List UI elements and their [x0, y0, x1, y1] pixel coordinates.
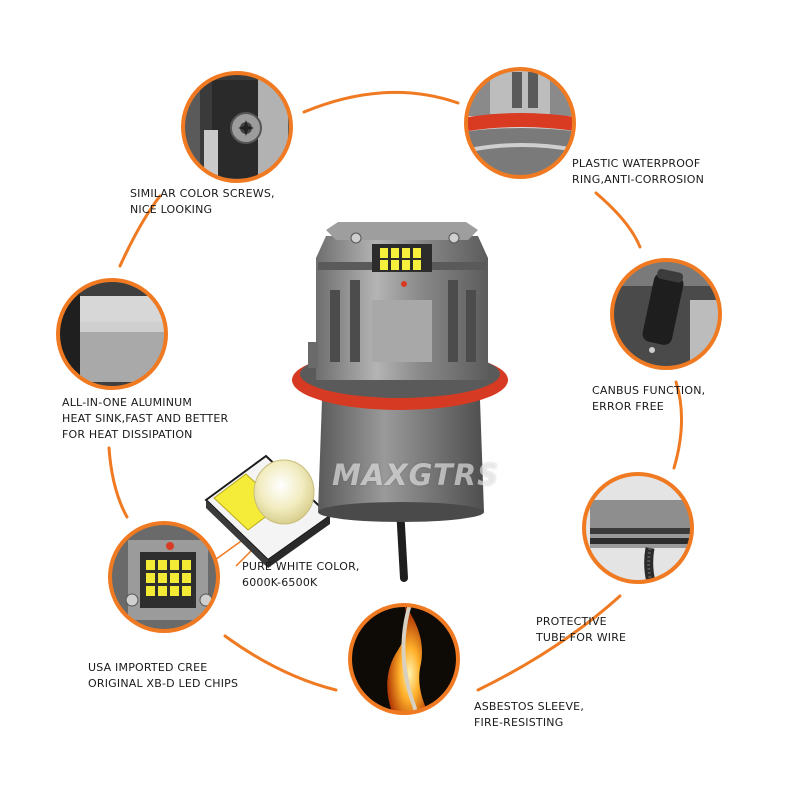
label-line: PURE WHITE COLOR, [242, 560, 360, 573]
label-waterproof-ring: PLASTIC WATERPROOF RING,ANTI-CORROSION [572, 156, 704, 188]
label-line: FIRE-RESISTING [474, 716, 564, 729]
brand-watermark: MAXGTRS [332, 458, 499, 492]
label-cree-chips: USA IMPORTED CREE ORIGINAL XB-D LED CHIP… [88, 660, 238, 692]
label-line: TUBE FOR WIRE [536, 631, 627, 644]
arc-cree-heat [107, 446, 129, 519]
label-line: CANBUS FUNCTION, [592, 384, 706, 397]
label-line: ALL-IN-ONE ALUMINUM [62, 396, 193, 409]
label-line: USA IMPORTED CREE [88, 661, 208, 674]
label-line: ORIGINAL XB-D LED CHIPS [88, 677, 239, 690]
label-line: HEAT SINK,FAST AND BETTER [62, 412, 229, 425]
label-line: RING,ANTI-CORROSION [572, 173, 705, 186]
led-bulb-product [292, 222, 508, 582]
label-line: ERROR FREE [592, 400, 664, 413]
label-line: ASBESTOS SLEEVE, [474, 700, 585, 713]
asbestos-sleeve-flame-icon [348, 603, 460, 715]
cree-chips-closeup-icon [108, 521, 220, 633]
arc-heat-screws [118, 194, 162, 268]
arc-screws-ring [302, 90, 460, 114]
screw-closeup-icon [181, 71, 293, 183]
protective-tube-closeup-icon [582, 472, 694, 584]
label-line: PLASTIC WATERPROOF [572, 157, 701, 170]
led-chip-icon [204, 454, 332, 568]
canbus-module-closeup-icon [610, 258, 722, 370]
label-screws: SIMILAR COLOR SCREWS, NICE LOOKING [130, 186, 275, 218]
arc-flame-cree [223, 634, 338, 692]
label-heat-sink: ALL-IN-ONE ALUMINUM HEAT SINK,FAST AND B… [62, 395, 228, 443]
connector-arcs [107, 90, 683, 692]
heat-sink-closeup-icon [56, 278, 168, 390]
label-line: FOR HEAT DISSIPATION [62, 428, 193, 441]
waterproof-ring-closeup-icon [464, 67, 576, 179]
label-line: PROTECTIVE [536, 615, 607, 628]
arc-tube-flame [476, 594, 622, 692]
arc-canbus-tube [672, 380, 683, 470]
label-canbus: CANBUS FUNCTION, ERROR FREE [592, 383, 705, 415]
label-line: 6000K-6500K [242, 576, 318, 589]
label-asbestos-sleeve: ASBESTOS SLEEVE, FIRE-RESISTING [474, 699, 584, 731]
arc-ring-canbus [594, 191, 642, 249]
label-protective-tube: PROTECTIVE TUBE FOR WIRE [536, 614, 626, 646]
label-white-color: PURE WHITE COLOR, 6000K-6500K [242, 559, 360, 591]
label-line: NICE LOOKING [130, 203, 213, 216]
label-line: SIMILAR COLOR SCREWS, [130, 187, 275, 200]
